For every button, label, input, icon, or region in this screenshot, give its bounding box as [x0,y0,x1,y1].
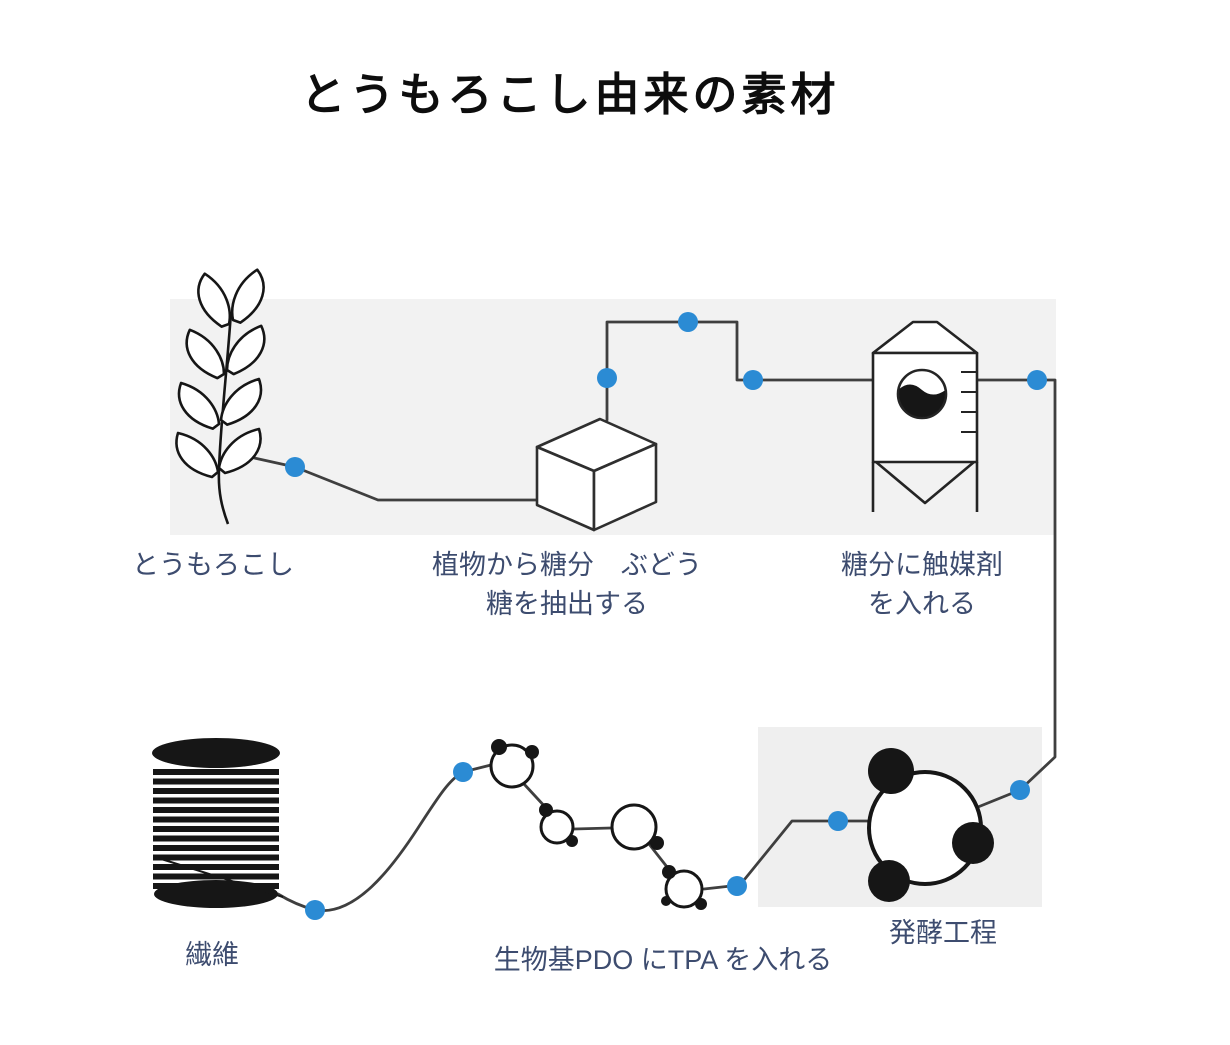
label-pdo: 生物基PDO にTPA を入れる [493,945,833,975]
liquid-wave [899,384,945,417]
fermentation-molecule-icon [867,748,994,902]
connector-dots [285,312,1047,920]
corn-plant-icon [175,267,276,525]
label-extract-line2: 糖を抽出する [486,589,648,619]
line-spool-to-chain [276,763,493,913]
connector-dot [597,368,617,388]
connector-dot [1027,370,1047,390]
label-corn: とうもろこし [132,550,294,580]
connector-dot [285,457,305,477]
connector-dot [828,811,848,831]
label-fiber: 繊維 [185,940,239,970]
connector-dot [305,900,325,920]
chain-atoms [491,739,707,910]
silo-icon [871,320,979,512]
connector-dot [743,370,763,390]
label-catalyst-line2: を入れる [868,589,976,619]
line-cube-to-silo [605,320,875,422]
thread-spool-icon [152,738,284,908]
page-title: とうもろこし由来の素材 [300,69,840,120]
label-fermentation: 発酵工程 [889,918,997,948]
connector-dot [1010,780,1030,800]
label-extract-line1: 植物から糖分 ぶどう [432,550,702,580]
label-catalyst: 糖分に触媒剤 を入れる [841,546,1003,624]
thread-end [157,857,284,898]
label-catalyst-line1: 糖分に触媒剤 [841,550,1003,580]
connector-dot [678,312,698,332]
connector-dot [727,876,747,896]
label-extract: 植物から糖分 ぶどう 糖を抽出する [432,546,702,624]
polymer-chain-icon [489,739,707,910]
molecule-atoms [868,748,994,902]
line-corn-to-cube [230,451,542,502]
sugar-cube-icon [535,417,658,532]
chain-link-2 [572,826,613,831]
connector-dot [453,762,473,782]
